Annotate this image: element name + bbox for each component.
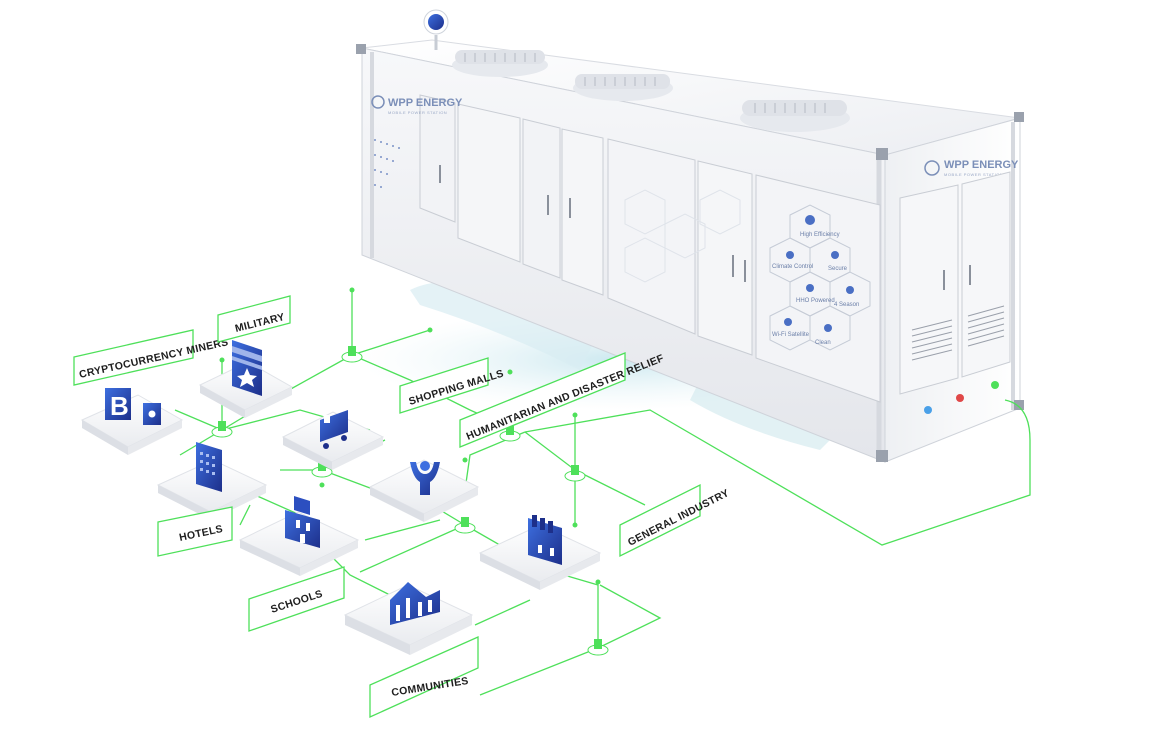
- network-nodes: [211, 287, 609, 656]
- label-communities: COMMUNITIES: [369, 635, 479, 719]
- military-badge-icon: [232, 340, 262, 396]
- humanitarian-person-icon: [410, 461, 440, 495]
- brand-name-end: WPP ENERGY: [944, 159, 1019, 171]
- node-1: [341, 346, 363, 363]
- roof-unit-1: [452, 50, 548, 77]
- node-4: [499, 425, 521, 442]
- power-container: High Efficiency Climate Control Secure H…: [356, 9, 1024, 463]
- tile-general-industry: [478, 515, 602, 590]
- node-3: [311, 461, 333, 478]
- node-7: [587, 639, 609, 656]
- tile-communities: [343, 582, 474, 655]
- feature-label-5: 4 Season: [834, 302, 859, 308]
- feature-label-6: Wi-Fi Satellite: [772, 332, 810, 338]
- tile-humanitarian: [368, 459, 480, 522]
- node-6: [454, 517, 476, 534]
- node-5: [564, 465, 586, 482]
- svg-text:B: B: [110, 391, 129, 421]
- shopping-cart-icon: [320, 410, 348, 449]
- brand-name-side: WPP ENERGY: [388, 97, 463, 109]
- brand-logo-end: WPP ENERGY MOBILE POWER STATION: [924, 159, 1019, 177]
- tile-hotels: [156, 442, 268, 520]
- feature-label-4: HHO Powered: [796, 298, 835, 304]
- community-houses-icon: [390, 582, 440, 625]
- feature-label-1: High Efficiency: [800, 232, 840, 238]
- factory-icon: [528, 515, 562, 565]
- label-general-industry: GENERAL INDUSTRY: [619, 483, 731, 558]
- tile-cryptocurrency: B: [80, 388, 184, 455]
- feature-hex-panel: [769, 204, 871, 351]
- brand-tagline-side: MOBILE POWER STATION: [388, 110, 447, 115]
- roof-unit-2: [573, 74, 673, 101]
- feature-label-2: Climate Control: [772, 264, 813, 270]
- school-building-icon: [285, 496, 320, 548]
- feature-label-3: Secure: [828, 266, 848, 272]
- label-military: MILITARY: [217, 295, 291, 343]
- label-cryptocurrency-miners: CRYPTOCURRENCY MINERS: [73, 329, 230, 386]
- roof-logo-disc: [423, 9, 449, 50]
- label-schools: SCHOOLS: [248, 566, 345, 632]
- hotel-building-icon: [196, 442, 222, 492]
- brand-logo-side: WPP ENERGY MOBILE POWER STATION: [371, 95, 463, 115]
- tile-shopping: [281, 410, 385, 470]
- feature-label-7: Clean: [815, 340, 831, 346]
- node-2: [211, 421, 233, 438]
- roof-unit-3: [740, 100, 850, 132]
- bitcoin-icon: B: [105, 388, 161, 425]
- brand-tagline-end: MOBILE POWER STATION: [944, 172, 1003, 177]
- tile-schools: [238, 496, 360, 576]
- tile-military: [198, 340, 294, 418]
- label-hotels: HOTELS: [157, 506, 233, 557]
